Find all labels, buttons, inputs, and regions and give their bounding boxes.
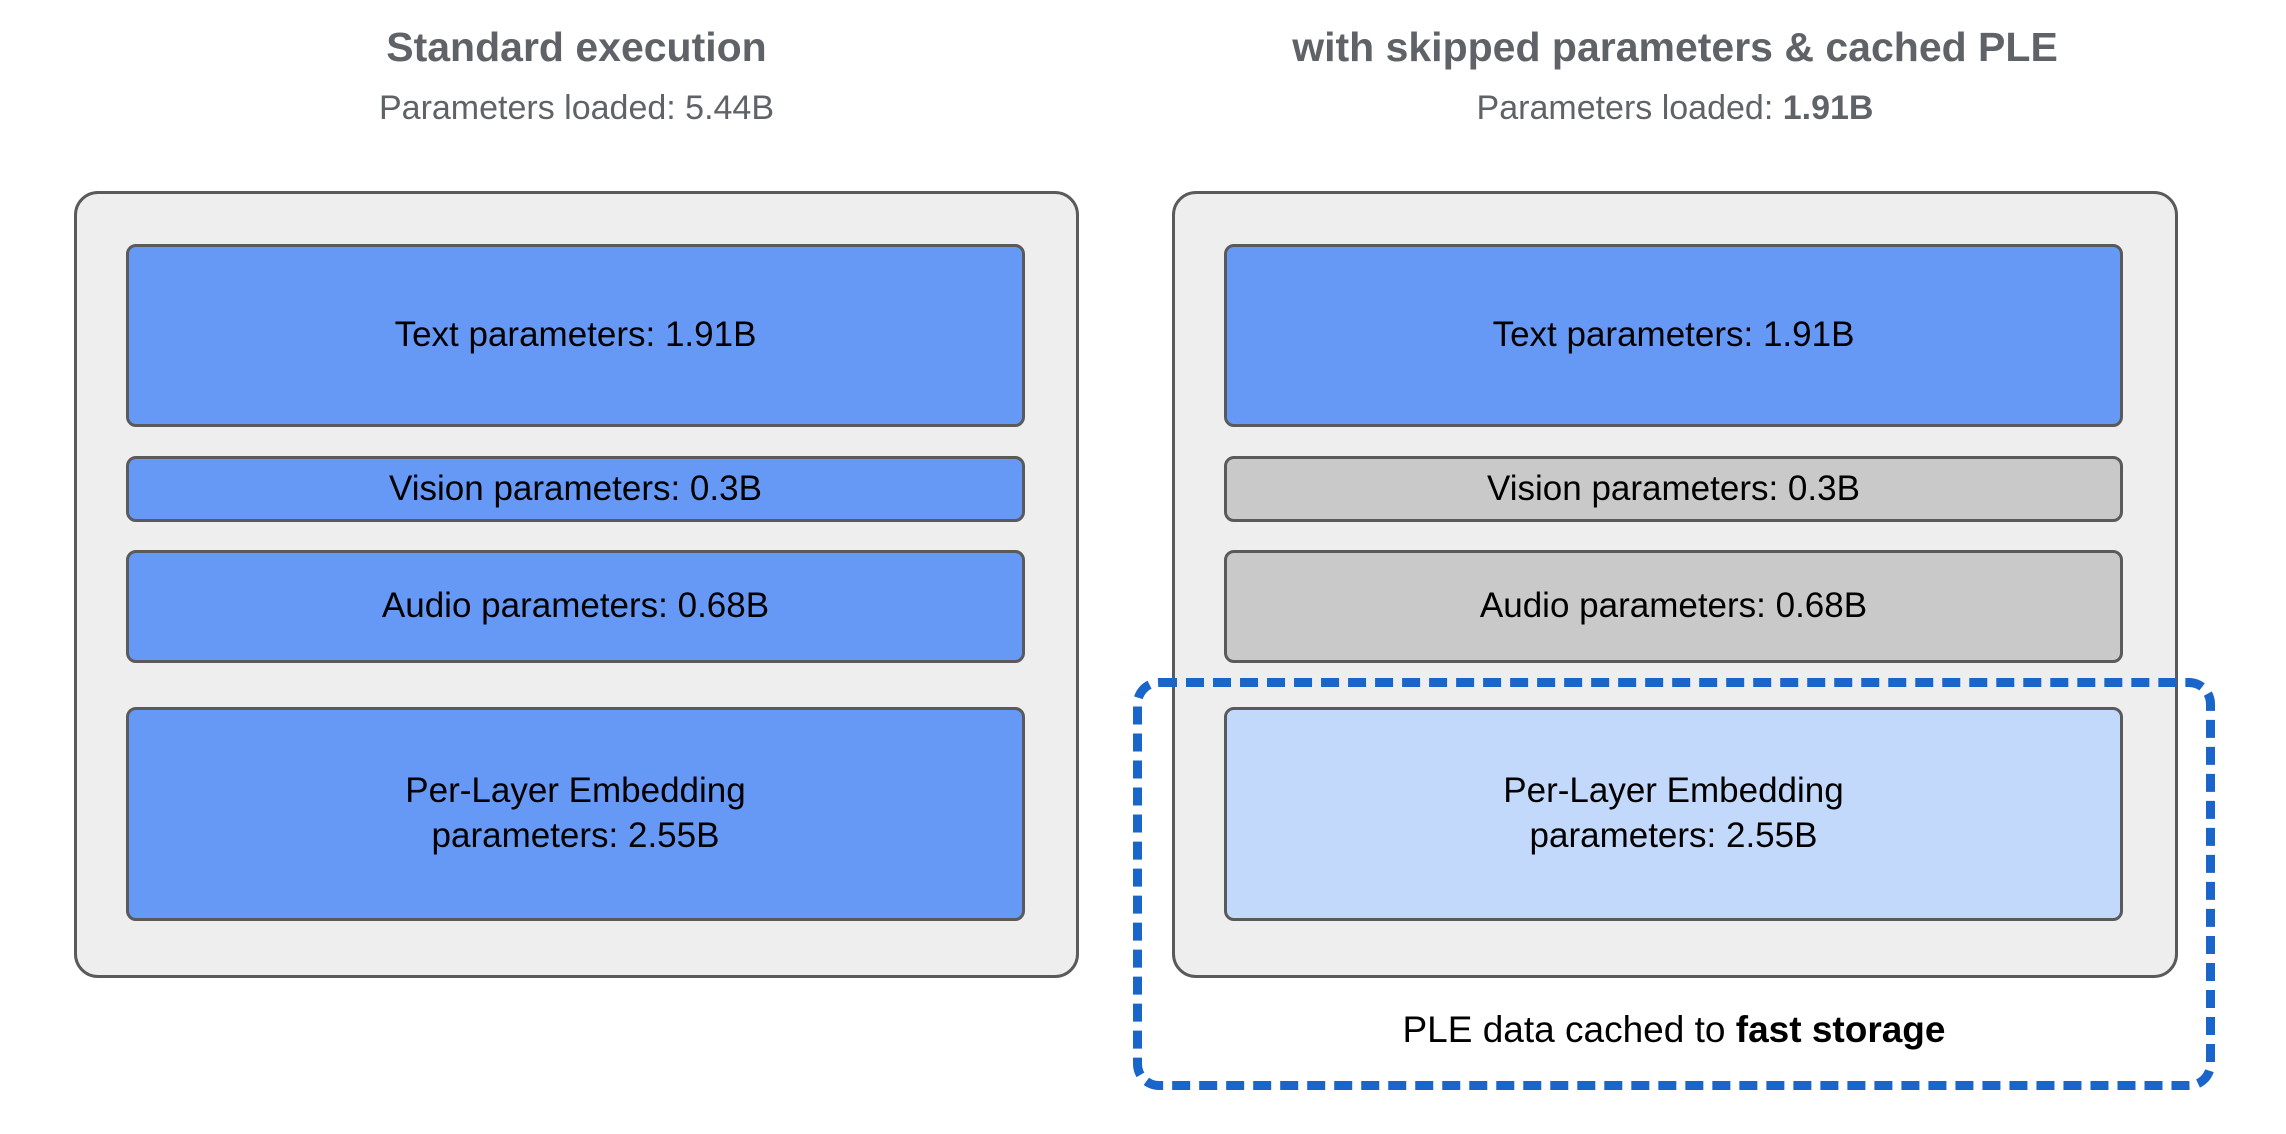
column-subtitle-optimized: Parameters loaded: 1.91B xyxy=(1172,89,2178,128)
panel-standard-execution: Text parameters: 1.91B Vision parameters… xyxy=(74,191,1079,978)
block-label: Vision parameters: 0.3B xyxy=(1487,468,1860,508)
params-loaded-label-optimized: Parameters loaded: xyxy=(1476,89,1783,128)
block-vision-parameters-optimized: Vision parameters: 0.3B xyxy=(1224,456,2123,522)
column-header-optimized: with skipped parameters & cached PLE Par… xyxy=(1172,24,2178,128)
column-title-optimized: with skipped parameters & cached PLE xyxy=(1292,24,2058,70)
block-label: Text parameters: 1.91B xyxy=(1492,315,1855,355)
column-header-standard: Standard execution Parameters loaded: 5.… xyxy=(74,24,1079,128)
block-text-parameters-standard: Text parameters: 1.91B xyxy=(126,244,1025,427)
params-loaded-value-optimized: 1.91B xyxy=(1782,89,1874,128)
block-label: Text parameters: 1.91B xyxy=(394,315,757,355)
block-label: Vision parameters: 0.3B xyxy=(389,468,762,508)
block-label: Audio parameters: 0.68B xyxy=(381,586,770,626)
block-ple-parameters-standard: Per-Layer Embedding parameters: 2.55B xyxy=(126,707,1025,921)
block-label-line2: parameters: 2.55B xyxy=(1529,816,1818,855)
block-audio-parameters-standard: Audio parameters: 0.68B xyxy=(126,550,1025,663)
block-vision-parameters-standard: Vision parameters: 0.3B xyxy=(126,456,1025,522)
panel-optimized-execution: Text parameters: 1.91B Vision parameters… xyxy=(1172,191,2178,978)
params-loaded-label-standard: Parameters loaded: xyxy=(378,89,686,128)
cache-caption-emphasis: fast storage xyxy=(1735,1009,1946,1050)
block-audio-parameters-optimized: Audio parameters: 0.68B xyxy=(1224,550,2123,663)
block-ple-parameters-optimized: Per-Layer Embedding parameters: 2.55B xyxy=(1224,707,2123,921)
params-loaded-value-standard: 5.44B xyxy=(685,89,775,128)
column-title-standard: Standard execution xyxy=(386,24,767,70)
column-subtitle-standard: Parameters loaded: 5.44B xyxy=(74,89,1079,128)
block-label-line1: Per-Layer Embedding xyxy=(1503,771,1844,811)
block-label-line2: parameters: 2.55B xyxy=(431,816,720,855)
cache-caption: PLE data cached to fast storage xyxy=(1133,1008,2215,1052)
block-label: Audio parameters: 0.68B xyxy=(1479,586,1868,626)
block-text-parameters-optimized: Text parameters: 1.91B xyxy=(1224,244,2123,427)
cache-caption-prefix: PLE data cached to xyxy=(1402,1009,1736,1050)
block-label-line1: Per-Layer Embedding xyxy=(405,771,746,811)
